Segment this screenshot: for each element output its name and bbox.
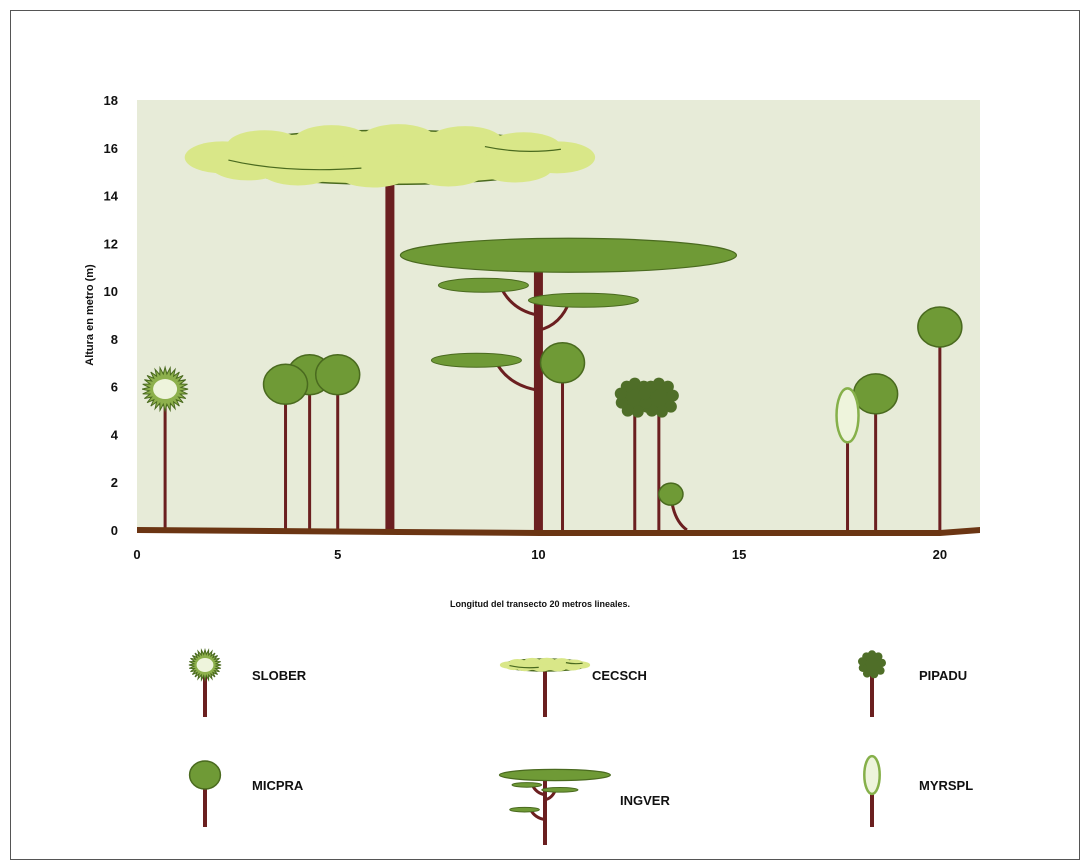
y-tick-label: 14 [104, 189, 119, 204]
trunk [938, 327, 941, 530]
legend-item-myrspl: MYRSPL [864, 756, 973, 827]
legend-label: SLOBER [252, 668, 307, 683]
legend-label: PIPADU [919, 668, 967, 683]
legend-item-slober: SLOBER [189, 650, 307, 717]
legend-item-ingver: INGVER [499, 769, 670, 845]
x-axis-label: Longitud del transecto 20 metros lineale… [450, 599, 630, 609]
legend-item-pipadu: PIPADU [858, 650, 967, 717]
y-tick-label: 0 [111, 523, 118, 538]
legend-trunk [543, 775, 547, 845]
x-axis-ticks: 0 5 10 15 20 [133, 547, 947, 562]
legend-item-cecsch: CECSCH [500, 658, 647, 717]
legend-label: MYRSPL [919, 778, 973, 793]
x-tick-label: 20 [933, 547, 947, 562]
x-tick-label: 0 [133, 547, 140, 562]
trunk [308, 375, 311, 530]
x-tick-label: 5 [334, 547, 341, 562]
y-axis-ticks: 0 2 4 6 8 10 12 14 16 18 [104, 93, 119, 538]
y-tick-label: 2 [111, 475, 118, 490]
legend-item-micpra: MICPRA [190, 761, 304, 827]
y-tick-label: 12 [104, 236, 118, 251]
legend: SLOBER CECSCH PIPADU MICPRA INGVER MYRSPL [189, 650, 973, 845]
trunk [336, 375, 339, 530]
trunk [385, 157, 394, 530]
legend-label: MICPRA [252, 778, 304, 793]
y-tick-label: 10 [104, 284, 118, 299]
y-tick-label: 4 [111, 427, 119, 442]
y-tick-label: 6 [111, 380, 118, 395]
y-tick-label: 16 [104, 141, 118, 156]
y-tick-label: 18 [104, 93, 118, 108]
trunk [633, 399, 636, 530]
legend-label: CECSCH [592, 668, 647, 683]
legend-label: INGVER [620, 793, 670, 808]
trunk [561, 363, 564, 530]
y-tick-label: 8 [111, 332, 118, 347]
y-axis-label: Altura en metro (m) [84, 264, 96, 366]
legend-trunk [543, 665, 547, 717]
trunk [284, 384, 287, 530]
x-tick-label: 15 [732, 547, 746, 562]
x-tick-label: 10 [531, 547, 545, 562]
trunk [657, 399, 660, 530]
